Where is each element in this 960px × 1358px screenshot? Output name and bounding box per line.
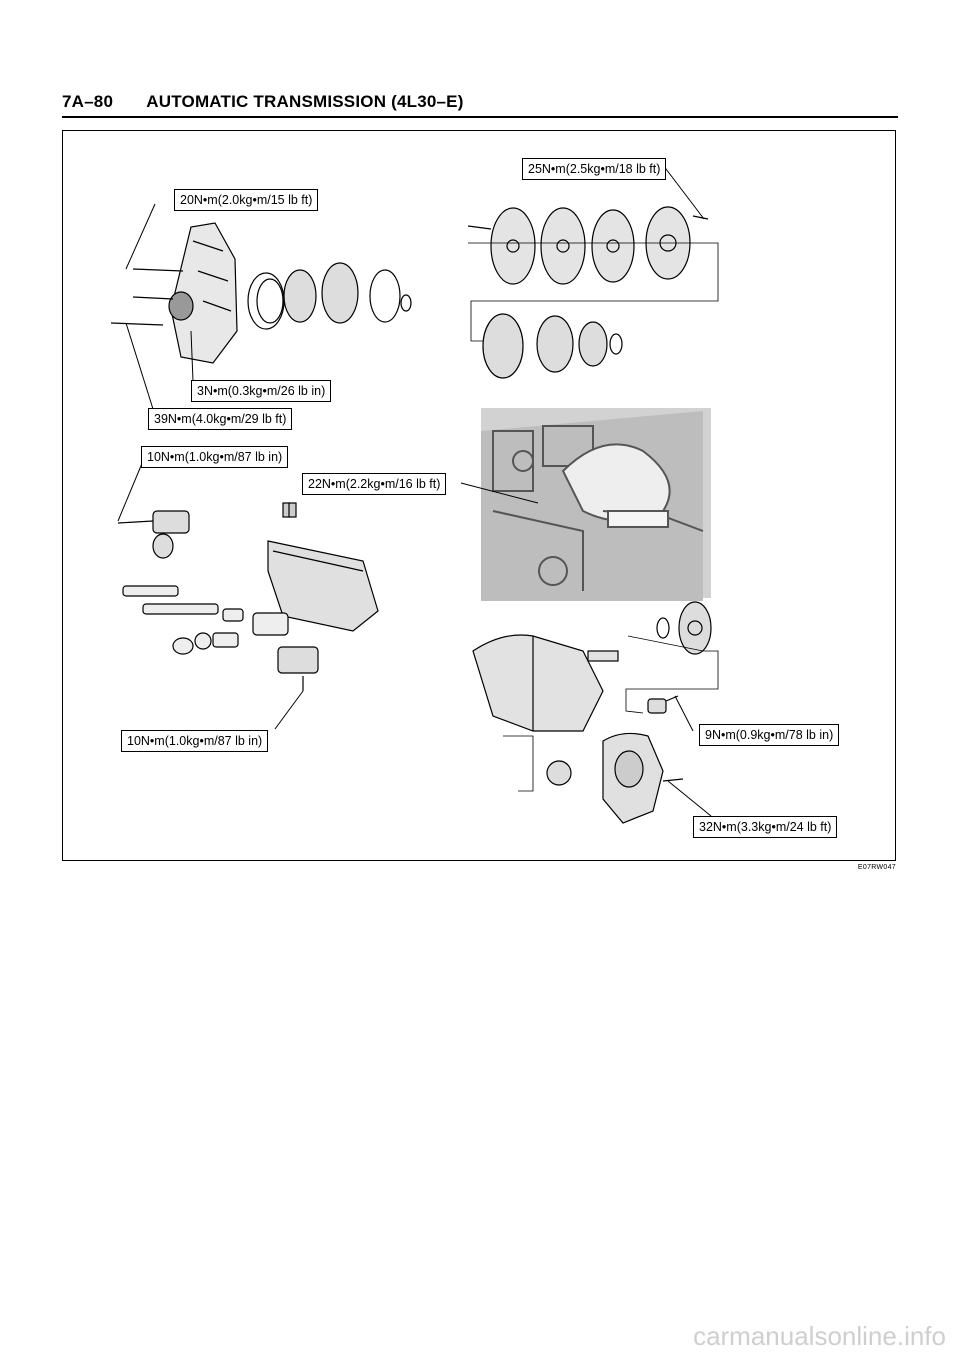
torque-label-clutch-bolt: 25N•m(2.5kg•m/18 lb ft) (522, 158, 667, 180)
pump-body (283, 262, 359, 324)
valve-body-photo (481, 408, 711, 601)
speed-sensor (647, 695, 679, 714)
torque-label-pump-bolt: 39N•m(4.0kg•m/29 lb ft) (148, 408, 293, 430)
watermark: carmanualsonline.info (693, 1321, 946, 1351)
header-rule (62, 116, 898, 118)
output-gear (656, 601, 712, 655)
valves (122, 585, 289, 655)
snap-ring (400, 294, 412, 312)
figure-id: E07RW047 (857, 864, 896, 871)
transmission-case (472, 634, 619, 732)
o-ring-large (247, 272, 285, 330)
section-code: 7A–80 (62, 92, 114, 111)
torque-label-switch-bolt: 10N•m(1.0kg•m/87 lb in) (121, 730, 269, 752)
drum-assembly (482, 313, 623, 379)
solenoid (152, 510, 190, 559)
torque-label-cover-bolt: 32N•m(3.3kg•m/24 lb ft) (693, 816, 838, 838)
torque-label-sensor-bolt: 9N•m(0.9kg•m/78 lb in) (699, 724, 840, 746)
exploded-view-illustration (110, 164, 719, 824)
converter-housing (168, 222, 238, 364)
section-title: AUTOMATIC TRANSMISSION (4L30–E) (146, 92, 464, 111)
torque-label-solenoid-bolt: 10N•m(1.0kg•m/87 lb in) (141, 446, 289, 468)
pressure-switch (277, 646, 319, 674)
torque-label-valve-body-bolt: 22N•m(2.2kg•m/16 lb ft) (302, 473, 447, 495)
bolt-1 (132, 268, 184, 272)
torque-label-pump-screw: 3N•m(0.3kg•m/26 lb in) (191, 380, 332, 402)
rear-cover (546, 732, 664, 824)
page-header: 7A–80 AUTOMATIC TRANSMISSION (4L30–E) (62, 92, 464, 112)
valve-body (267, 540, 379, 632)
exploded-view-figure: 20N•m(2.0kg•m/15 lb ft) 25N•m(2.5kg•m/18… (62, 130, 896, 861)
bolt-2 (110, 322, 164, 326)
torque-label-housing-bolt: 20N•m(2.0kg•m/15 lb ft) (174, 189, 319, 211)
seal-ring (369, 269, 401, 323)
